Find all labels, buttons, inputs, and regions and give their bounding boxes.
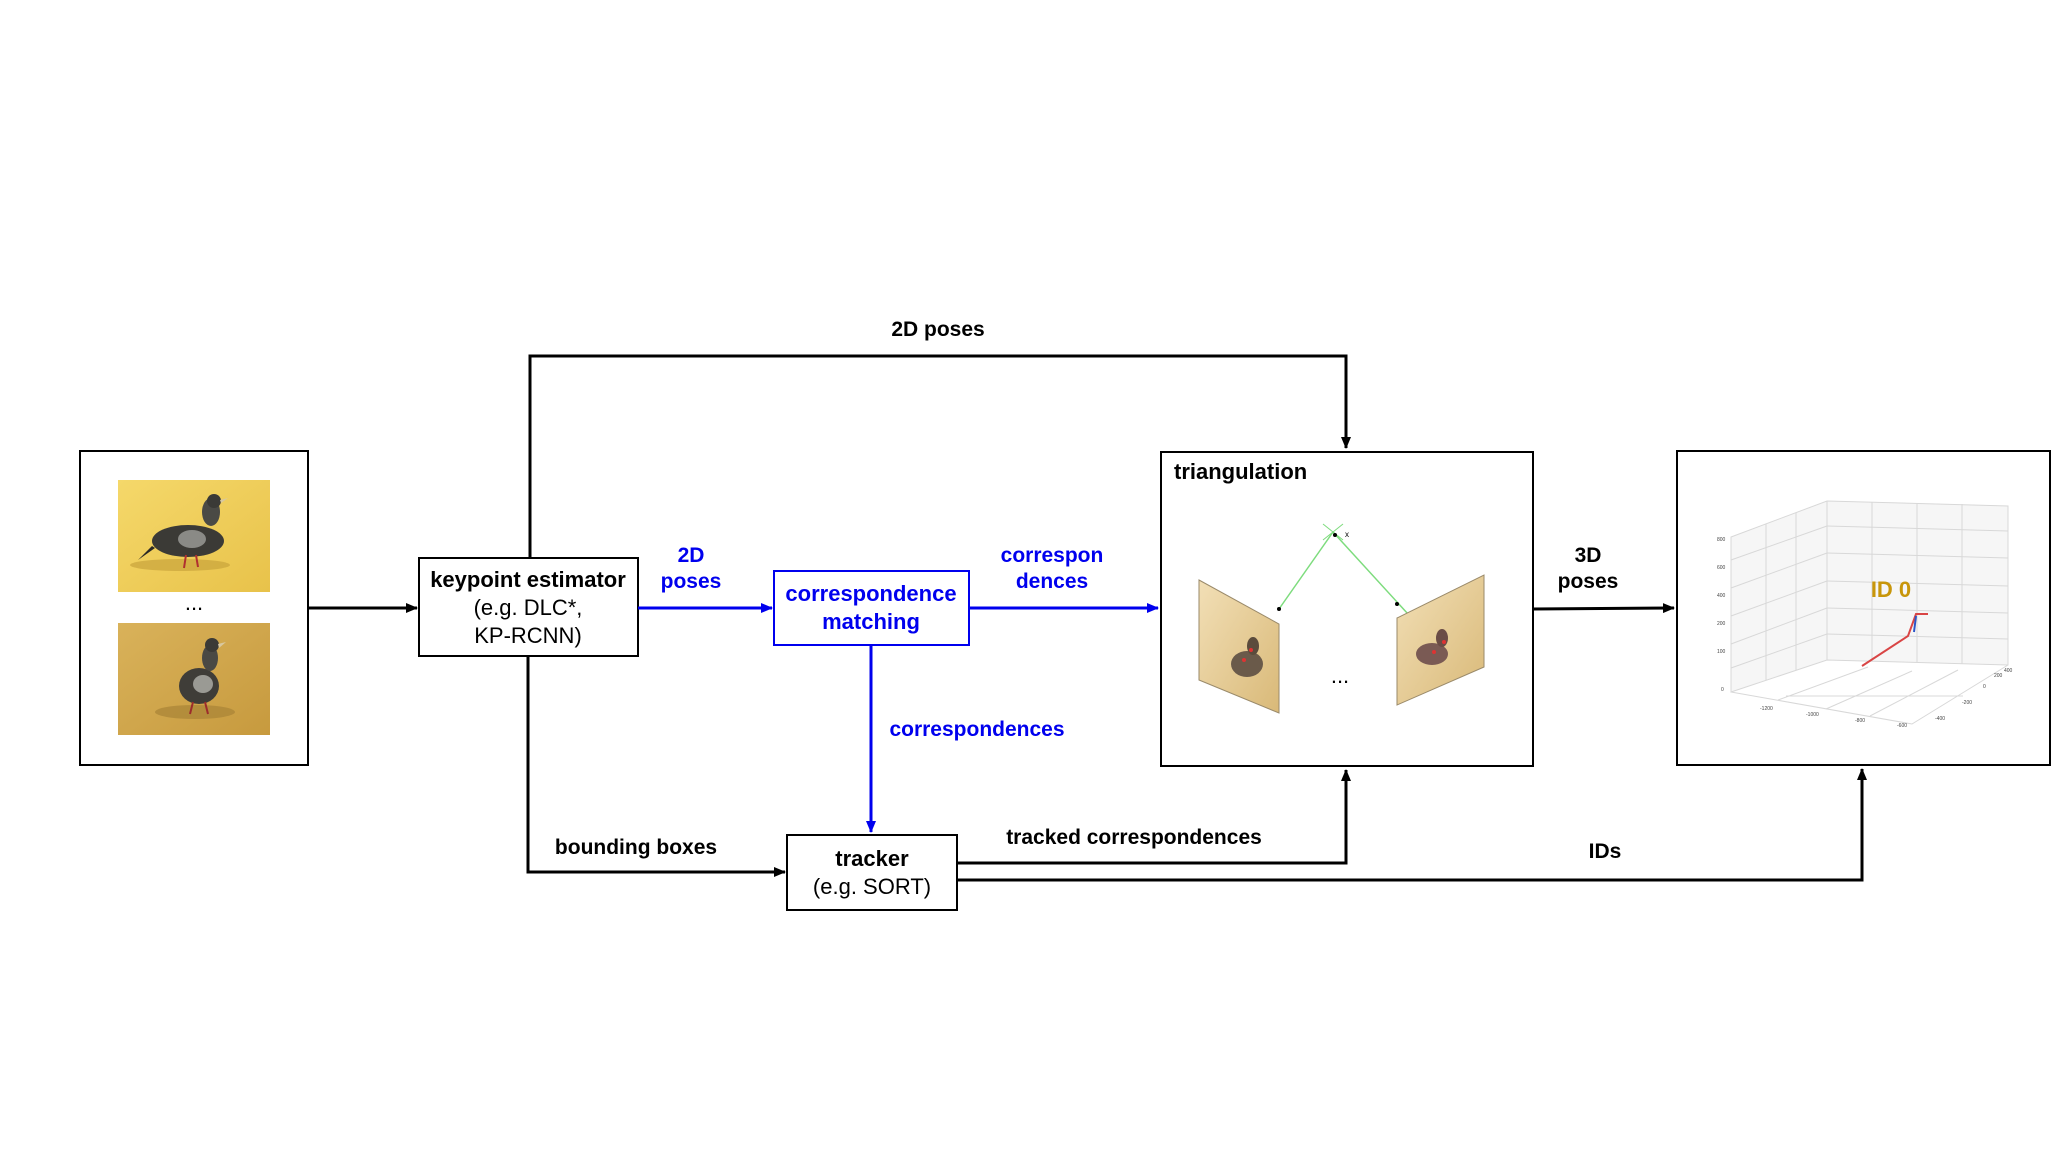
3d-plot-ticks: 800 600 400 200 100 0 -1200 -1000 -800 -… <box>1717 537 2013 729</box>
edge-bounding-boxes <box>526 656 786 877</box>
edge-ids <box>957 768 1867 882</box>
tracker-title: tracker <box>835 846 909 871</box>
correspondence-matching-title: correspondence <box>785 581 956 606</box>
edge-2d-poses-top <box>528 354 1351 558</box>
label-tracked-correspondences: tracked correspondences <box>1006 826 1262 849</box>
svg-text:-1000: -1000 <box>1806 712 1819 718</box>
tracker-example: (e.g. SORT) <box>813 874 931 899</box>
svg-text:200: 200 <box>1717 621 1726 627</box>
edge-3d-poses <box>1532 603 1675 614</box>
input-images-box: ... <box>79 450 309 766</box>
keypoint-estimator-box: keypoint estimator (e.g. DLC*, KP-RCNN) <box>418 557 639 657</box>
input-frame-2 <box>118 623 270 735</box>
svg-text:-400: -400 <box>1935 716 1945 722</box>
triangulation-ellipsis: ... <box>1331 663 1349 688</box>
tracker-box: tracker (e.g. SORT) <box>786 834 958 911</box>
label-ids: IDs <box>1589 840 1622 863</box>
camera-view-right <box>1396 574 1485 706</box>
edge-tracked-correspondences <box>957 769 1351 865</box>
correspondence-matching-title-2: matching <box>822 609 920 634</box>
output-id-label: ID 0 <box>1871 577 1911 602</box>
svg-text:400: 400 <box>2004 668 2013 674</box>
svg-text:-1200: -1200 <box>1760 706 1773 712</box>
svg-text:600: 600 <box>1717 565 1726 571</box>
label-correspondences-split: correspon <box>1001 544 1104 567</box>
label-2d-poses-top: 2D poses <box>891 318 984 341</box>
3d-trajectory <box>1861 613 1928 667</box>
svg-text:100: 100 <box>1717 649 1726 655</box>
svg-text:800: 800 <box>1717 537 1726 543</box>
svg-text:-800: -800 <box>1855 718 1865 724</box>
keypoint-estimator-title: keypoint estimator <box>430 567 626 592</box>
label-2d-poses-blue: 2D <box>678 544 705 567</box>
input-frame-1 <box>118 480 270 592</box>
3d-plot-grid <box>1730 500 2009 725</box>
svg-text:-600: -600 <box>1897 723 1907 729</box>
label-bounding-boxes: bounding boxes <box>555 836 717 859</box>
input-ellipsis: ... <box>185 590 203 615</box>
svg-text:-200: -200 <box>1962 700 1972 706</box>
svg-text:0: 0 <box>1983 684 1986 690</box>
camera-view-left <box>1198 579 1280 714</box>
svg-text:200: 200 <box>1994 673 2003 679</box>
svg-text:0: 0 <box>1721 687 1724 693</box>
svg-text:400: 400 <box>1717 593 1726 599</box>
label-correspondences-split-2: dences <box>1016 570 1088 593</box>
output-3d-plot-box: 800 600 400 200 100 0 -1200 -1000 -800 -… <box>1676 450 2051 766</box>
label-3d-poses-2: poses <box>1558 570 1619 593</box>
label-2d-poses-blue-2: poses <box>661 570 722 593</box>
triangulation-box: triangulation x ... <box>1160 451 1534 767</box>
keypoint-estimator-example: (e.g. DLC*, <box>474 595 583 620</box>
label-correspondences-down: correspondences <box>889 718 1064 741</box>
keypoint-estimator-example-2: KP-RCNN) <box>474 623 582 648</box>
svg-text:x: x <box>1345 530 1349 539</box>
correspondence-matching-box: correspondence matching <box>773 570 970 646</box>
triangulation-title: triangulation <box>1174 459 1307 484</box>
label-3d-poses: 3D <box>1575 544 1602 567</box>
